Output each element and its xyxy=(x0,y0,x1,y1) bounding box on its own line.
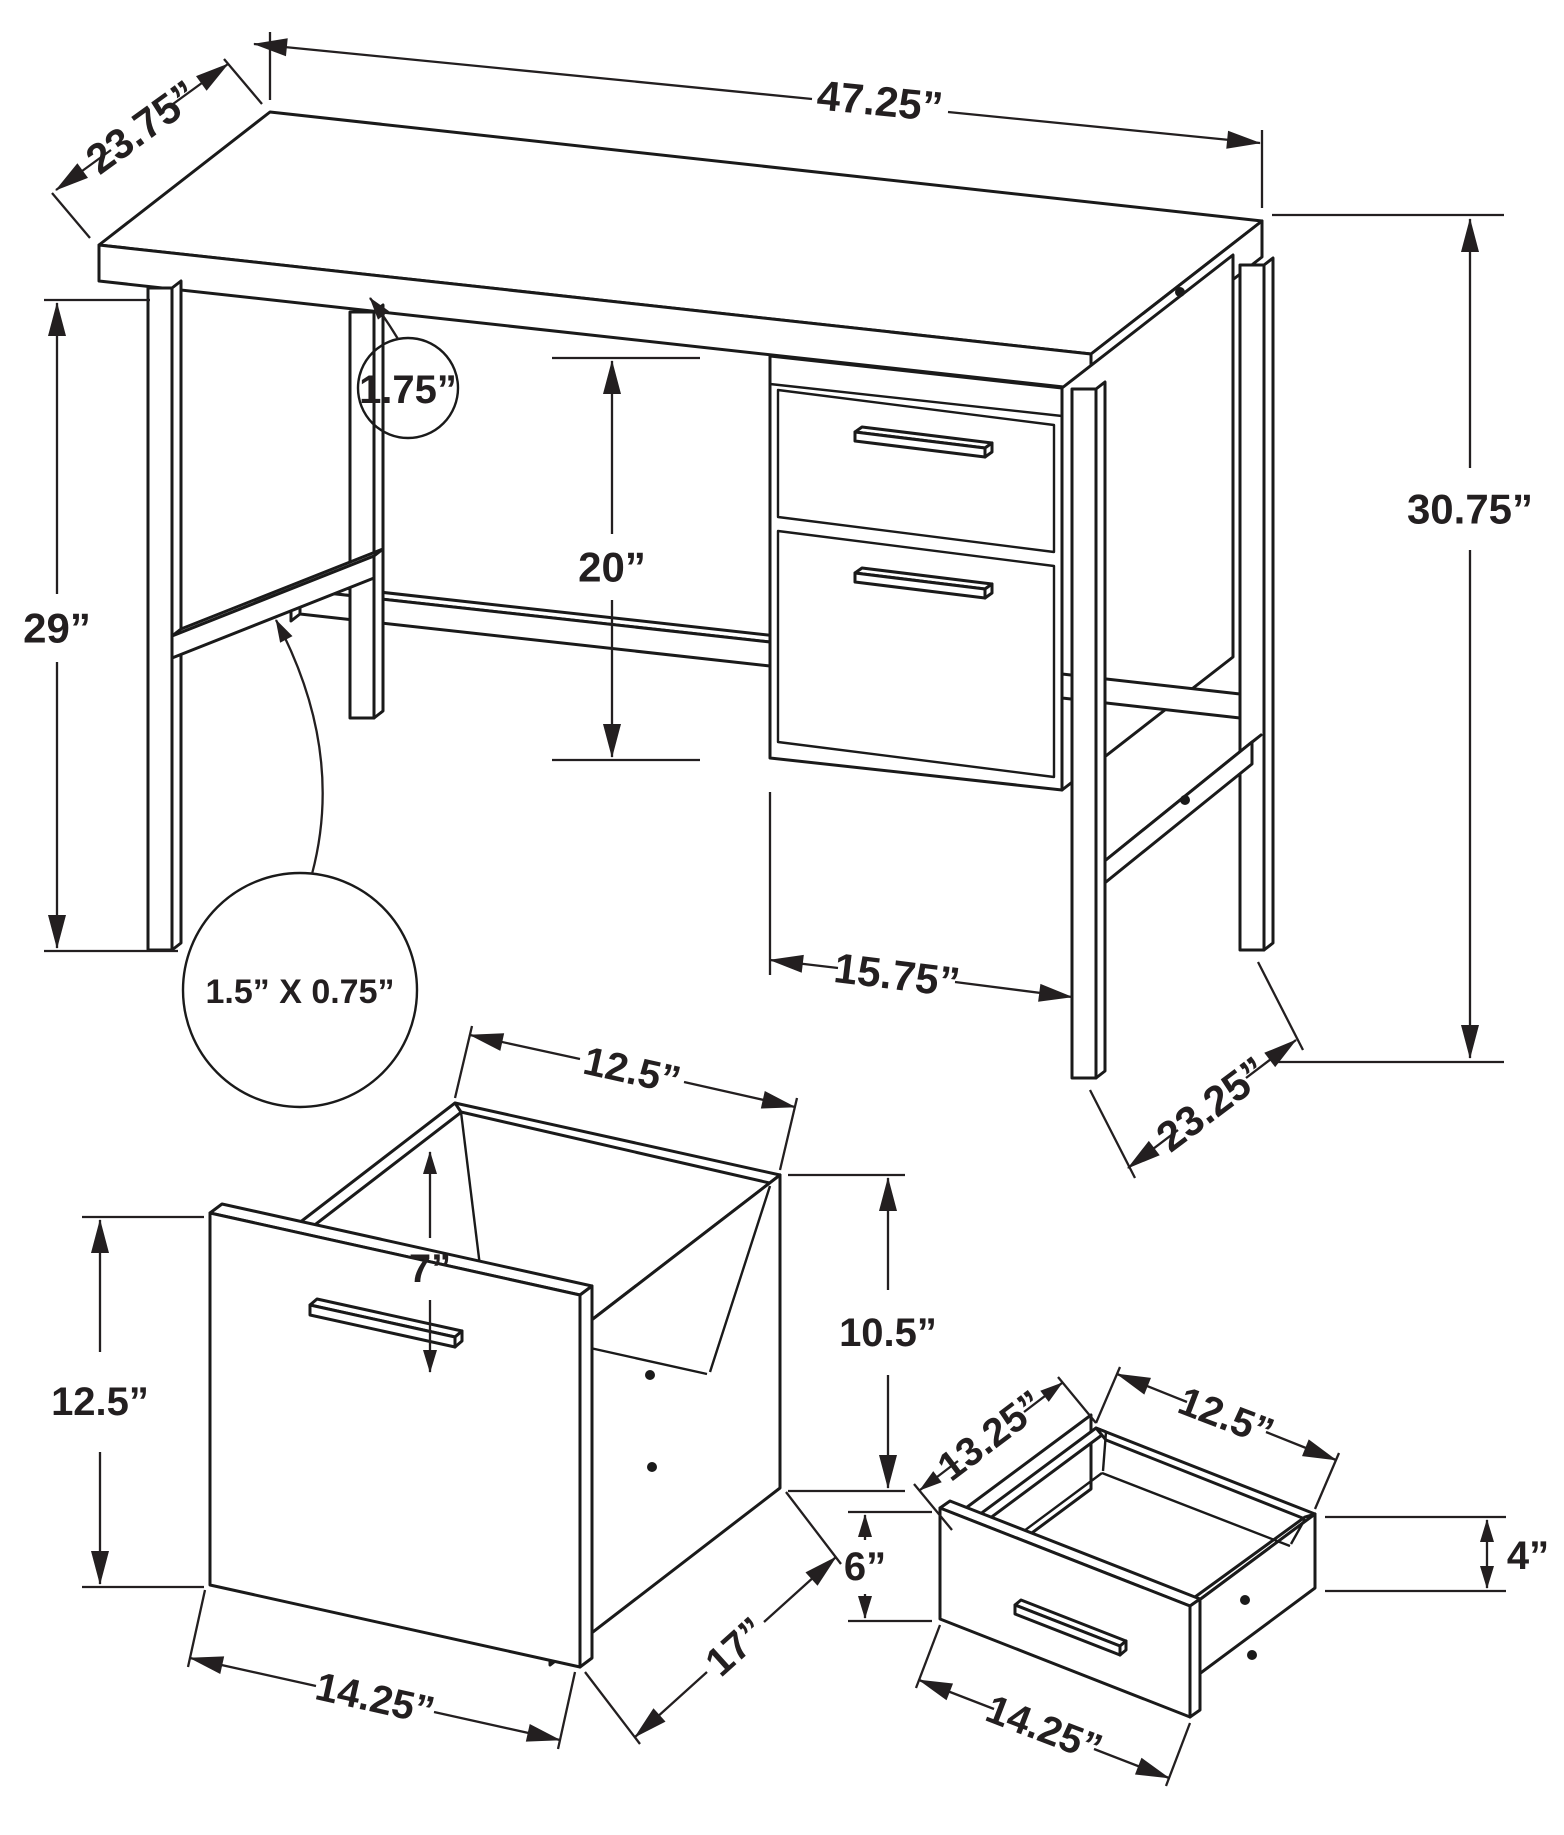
small-drawer-front-height-label: 6” xyxy=(844,1545,886,1589)
small-drawer-handle xyxy=(1013,1598,1128,1657)
file-drawer-diagram: 12.5” 7” 10.5” 12.5” 17” xyxy=(51,1025,937,1750)
desk-pedestal-height-label: 20” xyxy=(578,544,646,591)
desk-top-thickness-label: 1.75” xyxy=(359,368,457,412)
pedestal-drawer-handle-bottom xyxy=(853,566,994,600)
small-drawer-top-width-label: 12.5” xyxy=(1172,1379,1279,1455)
file-drawer-top-width-label: 12.5” xyxy=(579,1039,684,1103)
desk-drawer-pedestal xyxy=(768,354,1064,792)
desk-right-rail xyxy=(1094,733,1263,892)
desk-screw-hole xyxy=(1175,287,1185,297)
desk-overall-height-label: 30.75” xyxy=(1407,486,1533,533)
file-drawer-screw-hole xyxy=(647,1462,657,1472)
small-drawer-front-panel xyxy=(938,1499,1202,1719)
desk-front-right-leg xyxy=(1070,380,1107,1080)
small-drawer-side-height-label: 4” xyxy=(1507,1534,1549,1578)
small-drawer-front-width-label: 14.25” xyxy=(980,1687,1108,1771)
desk-back-left-leg xyxy=(348,303,385,720)
desk-diagram: 23.75” 47.25” 1.75” 29” 20” xyxy=(23,32,1533,1179)
small-drawer-diagram: 13.25” 12.5” 6” 4” 14.25” xyxy=(844,1366,1549,1787)
file-drawer-side-height-label: 10.5” xyxy=(839,1311,937,1355)
desk-top-depth-label: 23.75” xyxy=(77,71,207,183)
small-drawer-body xyxy=(945,1413,1317,1697)
desk-front-left-leg xyxy=(146,279,183,952)
desk-pedestal-width-label: 15.75” xyxy=(832,944,963,1006)
desk-back-right-leg xyxy=(1238,256,1275,952)
desk-rail-screw-hole xyxy=(1180,795,1190,805)
pedestal-drawer-handle-top xyxy=(853,425,994,459)
desk-frame-tube-label: 1.5” X 0.75” xyxy=(205,973,394,1011)
file-drawer-front-height-label: 12.5” xyxy=(51,1380,149,1424)
desk-top xyxy=(97,110,1264,392)
file-drawer-front-panel xyxy=(208,1202,594,1669)
file-drawer-handle xyxy=(308,1297,464,1349)
file-drawer-screw-hole xyxy=(645,1370,655,1380)
file-drawer-inner-height-label: 7” xyxy=(409,1247,451,1291)
file-drawer-depth-label: 17” xyxy=(697,1609,774,1685)
small-drawer-screw-hole xyxy=(1247,1650,1257,1660)
desk-base-depth-label: 23.25” xyxy=(1147,1047,1276,1160)
small-drawer-screw-hole xyxy=(1240,1595,1250,1605)
desk-top-width-label: 47.25” xyxy=(815,71,945,130)
file-drawer-front-width-label: 14.25” xyxy=(312,1665,439,1734)
desk-left-rail xyxy=(170,547,385,660)
desk-leg-height-label: 29” xyxy=(23,605,91,652)
